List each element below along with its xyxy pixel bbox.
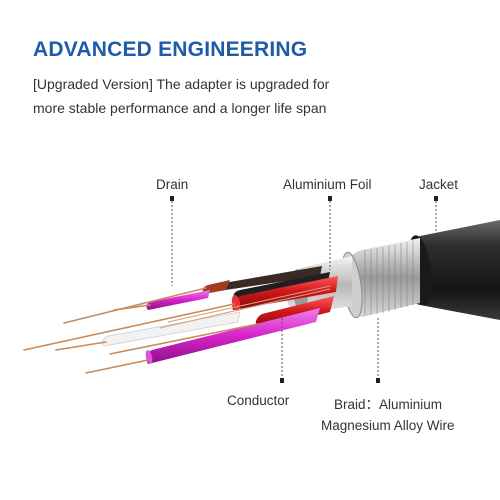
copper-conductor-strands	[23, 287, 259, 374]
label-drain: Drain	[156, 177, 189, 192]
white-core	[102, 311, 241, 347]
drain-wire	[159, 285, 331, 329]
black-core	[233, 272, 330, 298]
magenta-core-small	[146, 290, 210, 310]
label-braid-line-1: Braid：Aluminium	[334, 397, 443, 412]
callout-markers	[170, 196, 438, 383]
label-conductor: Conductor	[227, 393, 290, 408]
callout-leader-lines	[171, 197, 437, 380]
description-line-2: more stable performance and a longer lif…	[33, 100, 327, 116]
label-jacket: Jacket	[419, 177, 459, 192]
page-title: ADVANCED ENGINEERING	[33, 38, 308, 61]
label-braid-line-2: Magnesium Alloy Wire	[321, 418, 455, 433]
page-description: [Upgraded Version] The adapter is upgrad…	[33, 72, 473, 120]
label-aluminium-foil: Aluminium Foil	[283, 177, 372, 192]
description-line-1: [Upgraded Version] The adapter is upgrad…	[33, 76, 330, 92]
